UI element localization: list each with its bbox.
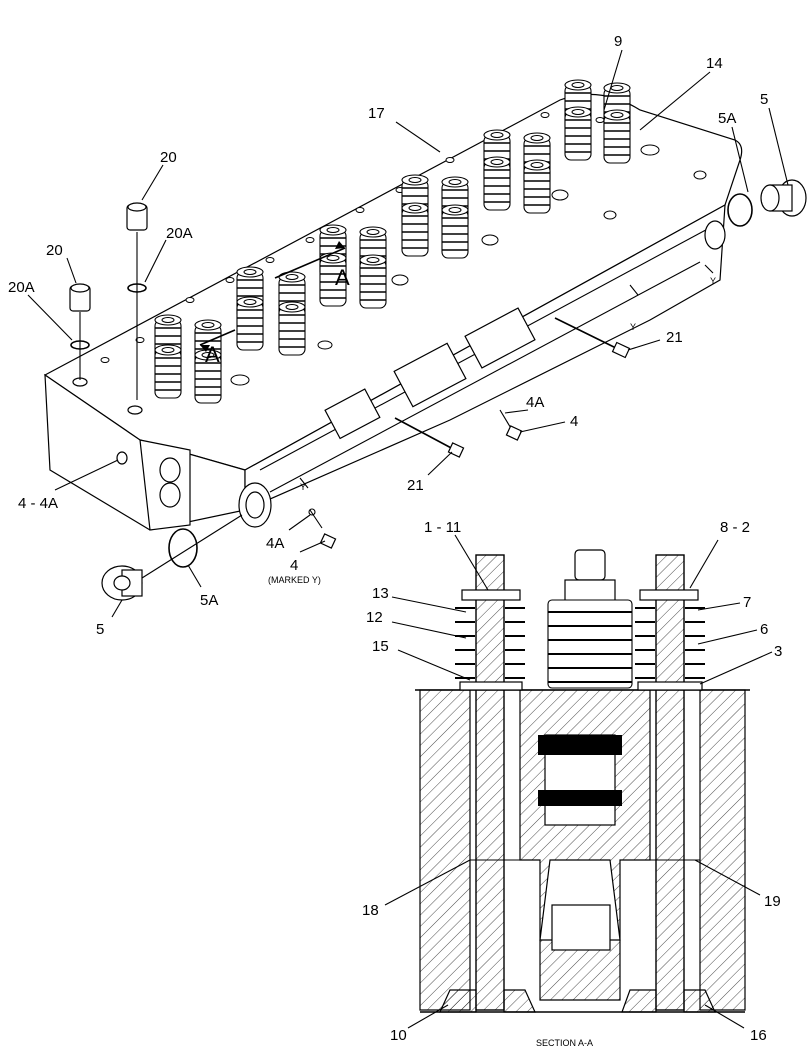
callout-12: 12	[366, 609, 383, 626]
section-a-a	[415, 549, 750, 1013]
callout-1-11: 1 - 11	[424, 519, 461, 536]
section-marker-a-1: A	[335, 265, 350, 290]
callout-20-b: 20	[46, 242, 63, 259]
section-caption: SECTION A-A	[536, 1038, 593, 1048]
mark-y-1: Y	[710, 276, 716, 286]
callout-6: 6	[760, 621, 768, 638]
callout-16: 16	[750, 1027, 767, 1044]
callout-4a-a: 4A	[526, 394, 544, 411]
mark-y-2: Y	[630, 322, 636, 332]
callout-4-4a: 4 - 4A	[18, 495, 58, 512]
callout-4a-b: 4A	[266, 535, 284, 552]
callout-9: 9	[614, 33, 622, 50]
callout-5-bottom: 5	[96, 621, 104, 638]
callout-15: 15	[372, 638, 389, 655]
callout-5a-top: 5A	[718, 110, 736, 127]
callout-21-b: 21	[407, 477, 424, 494]
section-marker-a-2: A	[205, 342, 220, 367]
callout-20a-b: 20A	[8, 279, 35, 296]
callout-labels: 9 14 17 5A 5 20 20A 20 20A A A Y Y Y 21 …	[8, 33, 782, 1048]
callout-20-a: 20	[160, 149, 177, 166]
callout-10: 10	[390, 1027, 407, 1044]
callout-20a-a: 20A	[166, 225, 193, 242]
mark-y-3: Y	[300, 482, 306, 492]
callout-21-a: 21	[666, 329, 683, 346]
callout-5a-bottom: 5A	[200, 592, 218, 609]
loose-parts	[69, 179, 807, 601]
leader-lines	[27, 49, 789, 1029]
callout-19: 19	[764, 893, 781, 910]
callout-13: 13	[372, 585, 389, 602]
callout-4-b: 4	[290, 557, 298, 574]
callout-5-top: 5	[760, 91, 768, 108]
callout-4-a: 4	[570, 413, 578, 430]
callout-3: 3	[774, 643, 782, 660]
note-marked-y: (MARKED Y)	[268, 575, 321, 585]
callout-7: 7	[743, 594, 751, 611]
callout-17: 17	[368, 105, 385, 122]
callout-18: 18	[362, 902, 379, 919]
callout-14: 14	[706, 55, 723, 72]
cylinder-head-assembly	[43, 79, 743, 531]
callout-8-2: 8 - 2	[720, 519, 750, 536]
